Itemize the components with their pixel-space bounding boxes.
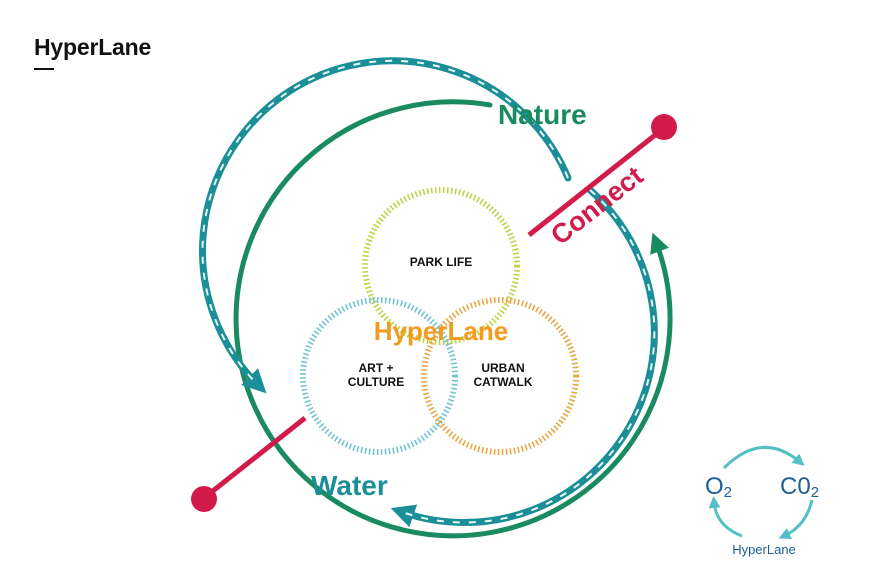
- urban-catwalk-circle: [421, 297, 579, 455]
- art-culture-label-line2: CULTURE: [348, 375, 404, 389]
- co2-main: C0: [780, 473, 811, 500]
- urban-catwalk-label-line1: URBAN: [481, 361, 524, 375]
- park-life-label: PARK LIFE: [410, 255, 472, 269]
- o2-co2-cycle: O2 C02 HyperLane: [705, 446, 819, 557]
- inner-teal-wave-bottom-right: [401, 189, 656, 524]
- connect-line-top: [527, 126, 666, 237]
- connect-label: Connect: [545, 161, 649, 251]
- hyperlane-center-title: HyperLane: [374, 316, 508, 346]
- brand-underline: [34, 68, 54, 70]
- water-label: Water: [311, 470, 388, 501]
- urban-catwalk-label-line2: CATWALK: [473, 375, 532, 389]
- nature-label: Nature: [498, 99, 587, 130]
- co2-subscript: 2: [811, 484, 819, 501]
- o2-label: O2: [705, 473, 732, 501]
- art-culture-circle: [300, 297, 458, 455]
- connect-node-top: [651, 114, 677, 140]
- cycle-arrow-left: [708, 496, 743, 538]
- brand-title: HyperLane: [34, 34, 152, 60]
- connect-line-bottom: [202, 416, 307, 500]
- co2-label: C02: [780, 473, 819, 501]
- cycle-arrow-top: [722, 446, 805, 470]
- inner-teal-arc-bottom-right: [390, 186, 658, 528]
- connect-node-bottom: [191, 486, 217, 512]
- o2-main: O: [705, 473, 724, 500]
- cycle-arrow-right: [778, 499, 814, 539]
- inner-teal-wave-top-left: [201, 59, 569, 386]
- park-life-circle: [362, 187, 520, 345]
- outer-green-arc-left: [233, 99, 673, 539]
- cycle-hyperlane-label: HyperLane: [732, 542, 796, 557]
- art-culture-label-line1: ART +: [358, 361, 393, 375]
- o2-subscript: 2: [724, 484, 732, 501]
